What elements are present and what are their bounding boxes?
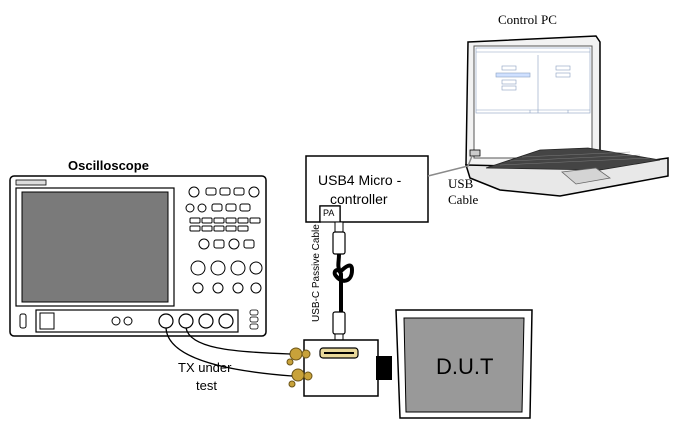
- laptop-display: [473, 45, 593, 159]
- control-pc: [464, 35, 669, 197]
- cable-top-connector: [332, 231, 346, 255]
- control-pc-label: Control PC: [498, 12, 557, 27]
- oscilloscope-aux-knob-1: [111, 316, 121, 326]
- dut-screen: [403, 317, 525, 413]
- laptop-trackpad: [561, 167, 612, 185]
- laptop-keys: [499, 151, 651, 166]
- sma-connectors: [286, 347, 313, 388]
- laptop-usb-port: [469, 149, 481, 157]
- oscilloscope-top-tab: [15, 179, 47, 186]
- fixture-edge-connector: [376, 356, 392, 380]
- laptop-app-window: [475, 47, 591, 114]
- usb-c-passive-cable: [332, 221, 354, 343]
- usb-cable-label-line1: USB: [448, 176, 474, 191]
- microcontroller-label-line2: controller: [330, 191, 388, 207]
- oscilloscope-controls: [185, 186, 263, 294]
- oscilloscope-side-ports: [249, 309, 259, 330]
- test-fixture: [286, 339, 392, 397]
- cable-bottom-connector: [332, 311, 346, 335]
- dut: D.U.T: [395, 309, 533, 419]
- dut-label: D.U.T: [436, 354, 493, 379]
- oscilloscope-screen: [21, 191, 169, 303]
- usb4-microcontroller: PA USB4 Micro - controller: [305, 155, 429, 223]
- tx-under-test-label-line2: test: [196, 378, 217, 393]
- pa-label: PA: [323, 208, 334, 218]
- microcontroller-label-line1: USB4 Micro -: [318, 172, 402, 188]
- cable-top-plug: [334, 221, 344, 233]
- usb-cable-line: [427, 155, 473, 177]
- usb-cable-label-line2: Cable: [448, 192, 479, 207]
- probe-cable-1: [185, 327, 291, 355]
- oscilloscope-usb-slot: [19, 313, 27, 329]
- probe-cable-2: [165, 327, 293, 377]
- oscilloscope-aux-knob-2: [123, 316, 133, 326]
- oscilloscope-channel-inputs: [158, 313, 234, 329]
- oscilloscope-label: Oscilloscope: [68, 158, 149, 173]
- passive-cable-label: USB-C Passive Cable: [311, 224, 322, 322]
- cable-wire: [332, 253, 354, 312]
- tx-under-test-label-line1: TX under: [178, 360, 232, 375]
- pa-port-box: [319, 205, 341, 223]
- oscilloscope: [9, 175, 267, 337]
- oscilloscope-power-button: [39, 312, 55, 330]
